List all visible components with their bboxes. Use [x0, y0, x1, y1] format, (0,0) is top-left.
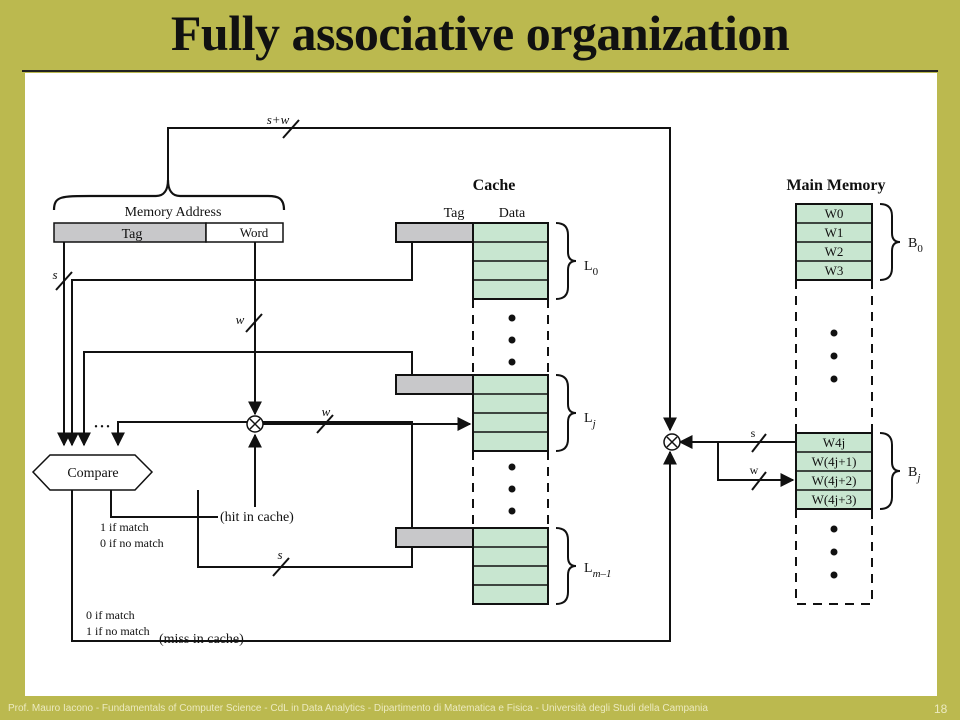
address-brace — [52, 179, 286, 211]
cache-line-braces — [555, 222, 577, 605]
slash-s-w — [282, 119, 300, 139]
mux-word-select — [246, 415, 264, 433]
cache-line-group-0 — [395, 222, 549, 300]
title-divider — [22, 70, 938, 72]
wire-labels: s+w s w w s s w 1 if match 0 if no match… — [52, 112, 758, 647]
page-number: 18 — [934, 702, 948, 716]
memory-word: W1 — [825, 225, 844, 240]
memory-word: W0 — [825, 206, 844, 221]
slash-s2 — [272, 557, 290, 577]
slash-s3 — [751, 433, 767, 453]
compare-to-miss-wire — [71, 450, 677, 642]
cache-ellipsis-dots — [508, 314, 516, 515]
hit-match-label: 1 if match — [100, 520, 149, 534]
bus-top-wire — [167, 127, 677, 432]
slide-title: Fully associative organization — [170, 5, 790, 61]
hit-nomatch-label: 0 if no match — [100, 536, 164, 550]
s-label-3: s — [751, 426, 756, 440]
memory-address-register: Memory Address Tag Word — [52, 179, 286, 243]
memory-block-j: W4j W(4j+1) W(4j+2) W(4j+3) — [795, 432, 873, 510]
slash-w — [245, 313, 263, 333]
memory-word: W(4j+3) — [812, 492, 857, 507]
word-field-label: Word — [240, 225, 269, 240]
s-label: s — [52, 267, 57, 282]
block-label-0: B0 — [908, 236, 923, 255]
main-memory: Main Memory W0 W1 W2 W3 W4j W(4j+1) W(4j… — [786, 177, 923, 605]
miss-nomatch-label: 1 if no match — [86, 624, 150, 638]
memory-dashed-sides — [795, 280, 873, 605]
memory-word: W(4j+1) — [812, 454, 857, 469]
cache: Cache Tag Data L0 Lj Lm–1 — [395, 177, 612, 605]
line-label-m: Lm–1 — [584, 561, 612, 580]
memory-word: W3 — [825, 263, 844, 278]
line-label-j: Lj — [584, 411, 596, 430]
cache-dashed-sides — [472, 299, 549, 528]
word-field — [205, 222, 284, 243]
memory-block-0: W0 W1 W2 W3 — [795, 203, 873, 281]
compare-ellipsis: • • • — [94, 422, 110, 433]
bus-top-label: s+w — [267, 112, 290, 127]
mux-to-memory-wire — [717, 442, 795, 487]
mux-memory-select — [663, 433, 681, 451]
miss-in-cache-label: (miss in cache) — [159, 632, 244, 647]
cache-data-header: Data — [499, 206, 526, 221]
memory-word: W4j — [823, 435, 845, 450]
cache-title: Cache — [473, 177, 516, 194]
slash-s — [55, 271, 73, 291]
compare-block: Compare • • • — [31, 422, 154, 491]
memory-block-braces — [879, 203, 901, 510]
cache-line-group-m — [395, 527, 549, 605]
w-label-2: w — [322, 404, 331, 419]
line-label-0: L0 — [584, 259, 599, 278]
memory-ellipsis-dots — [830, 329, 838, 579]
tag-field-label: Tag — [122, 227, 143, 242]
miss-match-label: 0 if match — [86, 608, 135, 622]
wiring — [55, 119, 795, 642]
main-memory-title: Main Memory — [786, 177, 885, 194]
linej-tag-to-compare-wire — [77, 351, 413, 447]
w-label-3: w — [750, 463, 759, 477]
memory-word: W(4j+2) — [812, 473, 857, 488]
cache-line-group-j — [395, 374, 549, 452]
s-label-2: s — [277, 547, 282, 562]
s-bus-wire — [197, 490, 413, 568]
compare-shape — [31, 454, 154, 491]
compare-to-hit-wire — [110, 490, 218, 518]
compare-label: Compare — [67, 466, 118, 481]
slash-w3 — [751, 471, 767, 491]
linem-tag-to-compare-wire — [111, 421, 413, 537]
slash-w2 — [316, 414, 334, 434]
hit-in-cache-label: (hit in cache) — [220, 510, 294, 525]
memory-word: W2 — [825, 244, 844, 259]
slide-footer: Prof. Mauro Iacono - Fundamentals of Com… — [8, 703, 708, 714]
block-label-j: Bj — [908, 465, 920, 484]
cache-tag-header: Tag — [444, 206, 465, 221]
w-label: w — [236, 312, 245, 327]
memory-address-label: Memory Address — [125, 205, 222, 220]
line0-tag-to-compare-wire — [65, 242, 413, 447]
